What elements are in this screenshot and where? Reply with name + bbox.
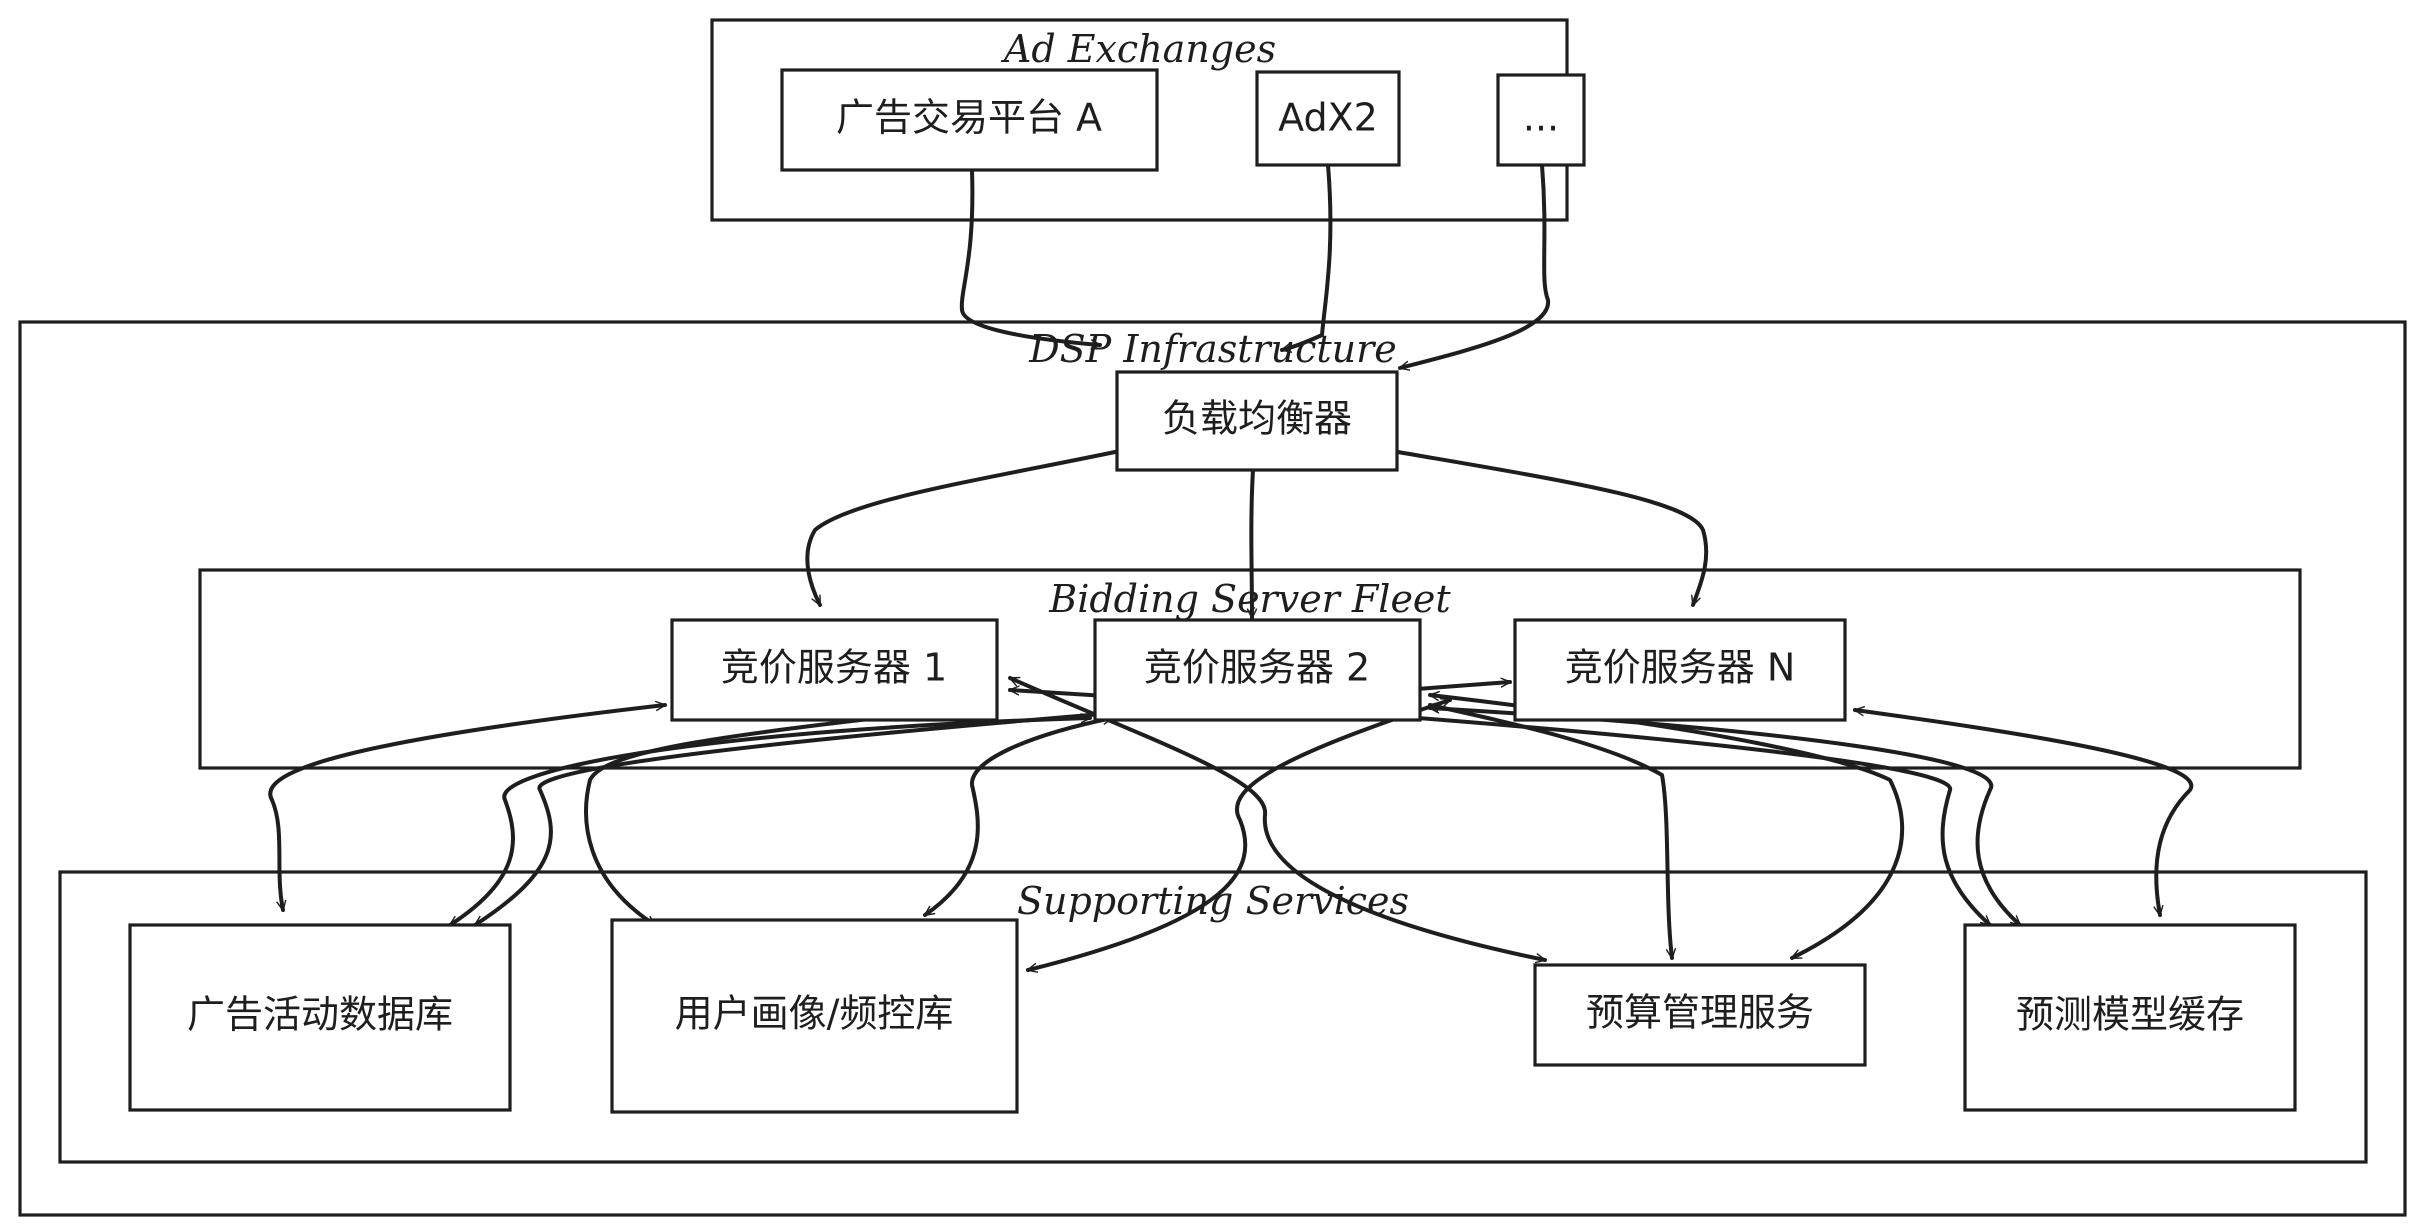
edge-campaign-db-bidder-2 [448, 718, 1092, 927]
node-bidder-2[interactable]: 竞价服务器 2 [1093, 618, 1422, 722]
group-fleet-title: Bidding Server Fleet [1048, 577, 1451, 621]
node-ellipsis-label: ... [1523, 96, 1559, 140]
group-supporting-title: Supporting Services [1017, 879, 1409, 923]
edges [268, 163, 2194, 970]
edge-lb-to-bidder-1 [805, 450, 1117, 607]
node-model-cache-label: 预测模型缓存 [2016, 993, 2244, 1037]
edge-adx2-to-lb [1280, 163, 1333, 350]
group-ad-exchanges-title: Ad Exchanges [1001, 27, 1276, 71]
node-load-balancer[interactable]: 负载均衡器 [1115, 370, 1399, 472]
edge-lb-to-bidder-2 [1251, 468, 1253, 620]
node-campaign-db[interactable]: 广告活动数据库 [128, 923, 512, 1112]
node-model-cache[interactable]: 预测模型缓存 [1963, 923, 2297, 1112]
edge-exchange-a-to-lb [959, 168, 1102, 345]
node-bidder-2-label: 竞价服务器 2 [1144, 646, 1370, 690]
node-bidder-n-label: 竞价服务器 N [1565, 646, 1796, 690]
node-load-balancer-label: 负载均衡器 [1162, 397, 1352, 441]
edge-lb-to-bidder-n [1396, 450, 1709, 607]
edge-model-cache-bidder-2 [1428, 708, 2022, 927]
node-adx2-label: AdX2 [1278, 96, 1378, 140]
edge-profile-db-bidder-n [1026, 700, 1452, 970]
node-bidder-1-label: 竞价服务器 1 [721, 646, 947, 690]
node-campaign-db-label: 广告活动数据库 [187, 993, 453, 1037]
edge-profile-db-bidder-1 [584, 705, 997, 927]
node-exchange-a-label: 广告交易平台 A [836, 96, 1102, 140]
node-bidder-1[interactable]: 竞价服务器 1 [670, 618, 999, 722]
node-budget-service-label: 预算管理服务 [1586, 991, 1814, 1035]
edge-model-cache-bidder-n [1853, 710, 2194, 917]
node-budget-service[interactable]: 预算管理服务 [1533, 963, 1867, 1067]
group-dsp-infrastructure [18, 320, 2407, 1217]
node-ellipsis[interactable]: ... [1496, 73, 1586, 167]
group-dsp-title: DSP Infrastructure [1028, 327, 1397, 371]
node-adx2[interactable]: AdX2 [1255, 70, 1401, 167]
node-profile-db[interactable]: 用户画像/频控库 [610, 918, 1019, 1114]
edge-ellipsis-to-lb [1398, 163, 1551, 368]
edge-budget-bidder-2 [1428, 705, 1672, 960]
node-exchange-a[interactable]: 广告交易平台 A [780, 68, 1159, 172]
node-bidder-n[interactable]: 竞价服务器 N [1513, 618, 1847, 722]
node-profile-db-label: 用户画像/频控库 [675, 992, 954, 1036]
